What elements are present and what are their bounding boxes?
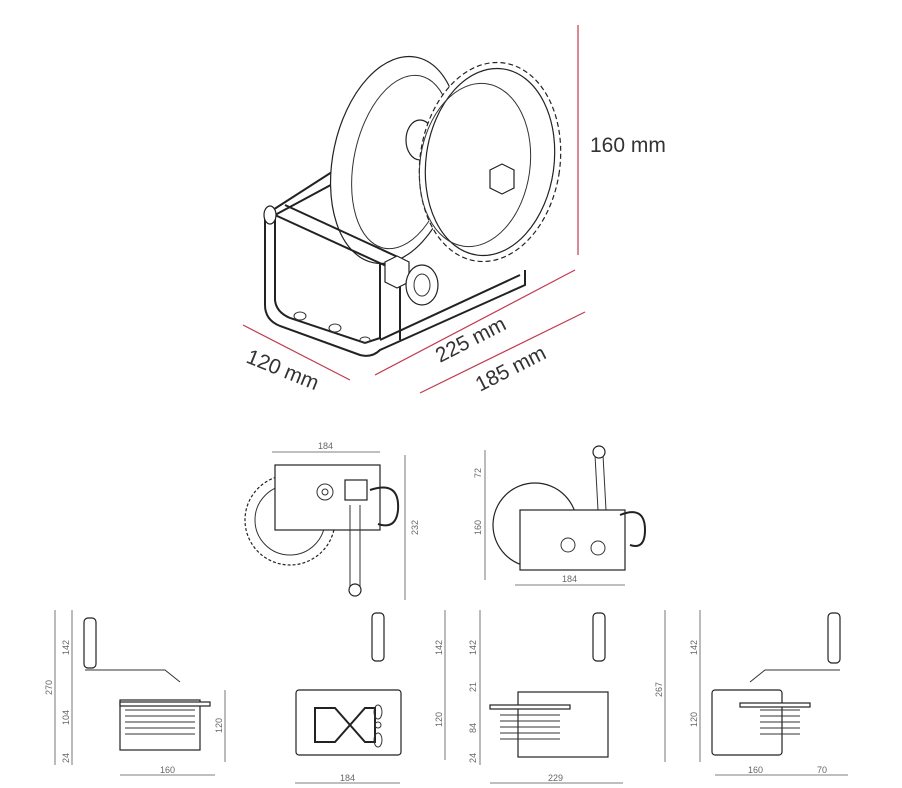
- gear: [418, 61, 562, 263]
- rear-view: 142 120 160 70: [689, 610, 848, 776]
- length-bottom-label: 185 mm: [472, 342, 550, 397]
- dim-gap: 21: [468, 682, 478, 692]
- front-view-right: 142 21 84 24 267 229: [468, 610, 666, 784]
- isometric-view: 160 mm 120 mm 225 mm 185 mm: [242, 25, 666, 397]
- dim-mid: 84: [468, 723, 478, 733]
- dim-handle: 142: [689, 640, 699, 655]
- dim-total: 270: [44, 680, 54, 695]
- dim-total: 267: [654, 682, 664, 697]
- dim-offset: 70: [817, 765, 827, 775]
- dim-handle: 142: [61, 640, 71, 655]
- dim-body: 120: [689, 712, 699, 727]
- dim-width: 184: [340, 773, 355, 783]
- top-view: 184 232: [244, 441, 420, 600]
- height-label: 160 mm: [590, 134, 666, 157]
- dim-width: 160: [748, 765, 763, 775]
- dim-body: 120: [214, 718, 224, 733]
- dim-height: 160: [473, 520, 483, 535]
- dim-mid: 104: [61, 710, 71, 725]
- bracket-base: [264, 215, 526, 357]
- dim-body: 120: [434, 712, 444, 727]
- dim-width: 184: [318, 441, 333, 451]
- dim-height: 232: [410, 520, 420, 535]
- dim-width: 160: [160, 765, 175, 775]
- front-view-left: 270 142 104 24 120 160: [44, 610, 226, 776]
- front-view-center: 142 120 184: [295, 610, 446, 784]
- dim-base: 24: [61, 753, 71, 763]
- dim-handle: 142: [434, 640, 444, 655]
- dim-width: 229: [548, 773, 563, 783]
- side-view: 72 160 184: [473, 445, 647, 586]
- dim-base: 24: [468, 753, 478, 763]
- dim-handle: 72: [473, 468, 483, 478]
- width-label: 120 mm: [243, 345, 322, 395]
- dim-handle: 142: [468, 640, 478, 655]
- dim-width: 184: [562, 574, 577, 584]
